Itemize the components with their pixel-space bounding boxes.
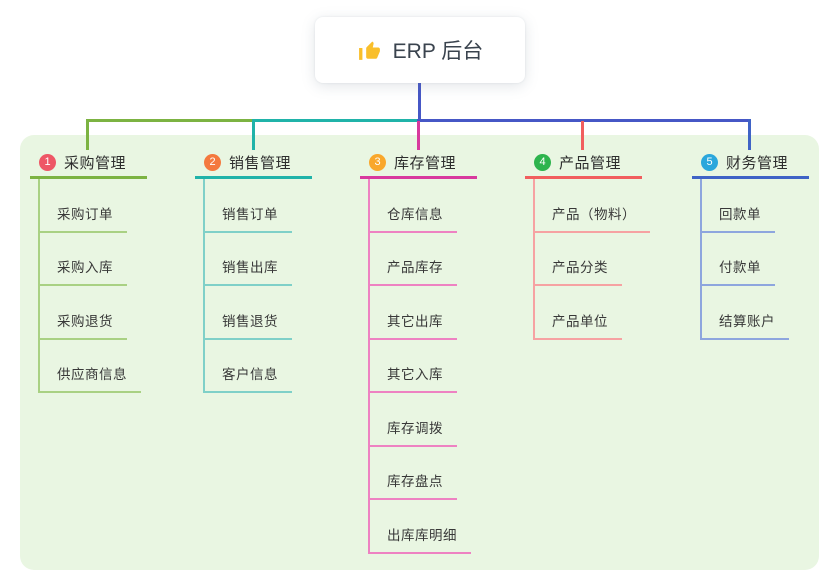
child-label: 出库库明细 <box>370 524 471 554</box>
child-label: 结算账户 <box>702 310 789 340</box>
branch-2-drop-line <box>252 119 255 150</box>
branch-product-head[interactable]: 4 产品管理 <box>525 148 642 179</box>
bus-segment-sales <box>252 119 418 122</box>
root-node[interactable]: ERP 后台 <box>315 17 525 83</box>
child-label: 回款单 <box>702 203 775 233</box>
branch-finance: 5 财务管理 回款单 付款单 结算账户 <box>692 148 809 340</box>
branch-product: 4 产品管理 产品（物料） 产品分类 产品单位 <box>525 148 650 340</box>
child-node[interactable]: 结算账户 <box>702 286 809 340</box>
thumbs-up-icon <box>358 41 380 60</box>
branch-sales: 2 销售管理 销售订单 销售出库 销售退货 客户信息 <box>195 148 312 393</box>
branch-3-drop-line <box>417 121 420 150</box>
branch-label: 财务管理 <box>726 154 789 172</box>
child-label: 采购入库 <box>40 256 127 286</box>
child-node[interactable]: 销售出库 <box>205 233 312 286</box>
child-node[interactable]: 出库库明细 <box>370 500 477 554</box>
child-node[interactable]: 销售退货 <box>205 286 312 340</box>
child-node[interactable]: 销售订单 <box>205 179 312 233</box>
child-label: 采购退货 <box>40 310 127 340</box>
child-node[interactable]: 产品库存 <box>370 233 477 286</box>
root-drop-line <box>418 83 421 122</box>
child-node[interactable]: 采购退货 <box>40 286 147 340</box>
child-label: 客户信息 <box>205 363 292 393</box>
bus-segment-right <box>417 119 751 122</box>
branch-number-badge: 1 <box>39 153 56 171</box>
branch-inventory-children: 仓库信息 产品库存 其它出库 其它入库 库存调拨 库存盘点 出库库明细 <box>368 179 477 554</box>
child-node[interactable]: 其它出库 <box>370 286 477 340</box>
child-label: 库存盘点 <box>370 470 457 500</box>
child-label: 产品分类 <box>535 256 622 286</box>
branch-number-badge: 2 <box>204 153 221 171</box>
branch-5-drop-line <box>748 119 751 150</box>
child-label: 销售订单 <box>205 203 292 233</box>
bus-segment-purchase <box>86 119 254 122</box>
child-label: 库存调拨 <box>370 417 457 447</box>
branch-number-badge: 5 <box>701 153 718 171</box>
branch-finance-head[interactable]: 5 财务管理 <box>692 148 809 179</box>
child-label: 仓库信息 <box>370 203 457 233</box>
branch-sales-head[interactable]: 2 销售管理 <box>195 148 312 179</box>
branch-finance-children: 回款单 付款单 结算账户 <box>700 179 809 340</box>
child-label: 产品（物料） <box>535 203 650 233</box>
child-label: 销售退货 <box>205 310 292 340</box>
child-label: 付款单 <box>702 256 775 286</box>
child-node[interactable]: 回款单 <box>702 179 809 233</box>
child-node[interactable]: 供应商信息 <box>40 340 147 393</box>
branch-product-children: 产品（物料） 产品分类 产品单位 <box>533 179 650 340</box>
child-label: 其它出库 <box>370 310 457 340</box>
child-label: 其它入库 <box>370 363 457 393</box>
branches-panel <box>20 135 819 570</box>
child-node[interactable]: 采购入库 <box>40 233 147 286</box>
child-label: 产品单位 <box>535 310 622 340</box>
child-node[interactable]: 付款单 <box>702 233 809 286</box>
child-label: 产品库存 <box>370 256 457 286</box>
branch-label: 销售管理 <box>229 154 292 172</box>
branch-inventory-head[interactable]: 3 库存管理 <box>360 148 477 179</box>
branch-number-badge: 3 <box>369 153 386 171</box>
branch-label: 产品管理 <box>559 154 622 172</box>
child-node[interactable]: 库存盘点 <box>370 447 477 500</box>
child-node[interactable]: 产品（物料） <box>535 179 650 233</box>
child-label: 销售出库 <box>205 256 292 286</box>
child-node[interactable]: 仓库信息 <box>370 179 477 233</box>
branch-purchase-head[interactable]: 1 采购管理 <box>30 148 147 179</box>
branch-number-badge: 4 <box>534 153 551 171</box>
branch-sales-children: 销售订单 销售出库 销售退货 客户信息 <box>203 179 312 393</box>
child-label: 采购订单 <box>40 203 127 233</box>
branch-label: 采购管理 <box>64 154 127 172</box>
child-node[interactable]: 采购订单 <box>40 179 147 233</box>
child-label: 供应商信息 <box>40 363 141 393</box>
root-node-label: ERP 后台 <box>392 40 484 63</box>
child-node[interactable]: 客户信息 <box>205 340 312 393</box>
branch-purchase: 1 采购管理 采购订单 采购入库 采购退货 供应商信息 <box>30 148 147 393</box>
branch-1-drop-line <box>86 119 89 150</box>
child-node[interactable]: 产品分类 <box>535 233 642 286</box>
child-node[interactable]: 产品单位 <box>535 286 642 340</box>
branch-label: 库存管理 <box>394 154 457 172</box>
branch-4-drop-line <box>581 121 584 150</box>
branch-inventory: 3 库存管理 仓库信息 产品库存 其它出库 其它入库 库存调拨 库存盘点 <box>360 148 477 554</box>
branch-purchase-children: 采购订单 采购入库 采购退货 供应商信息 <box>38 179 147 393</box>
child-node[interactable]: 其它入库 <box>370 340 477 393</box>
child-node[interactable]: 库存调拨 <box>370 393 477 447</box>
